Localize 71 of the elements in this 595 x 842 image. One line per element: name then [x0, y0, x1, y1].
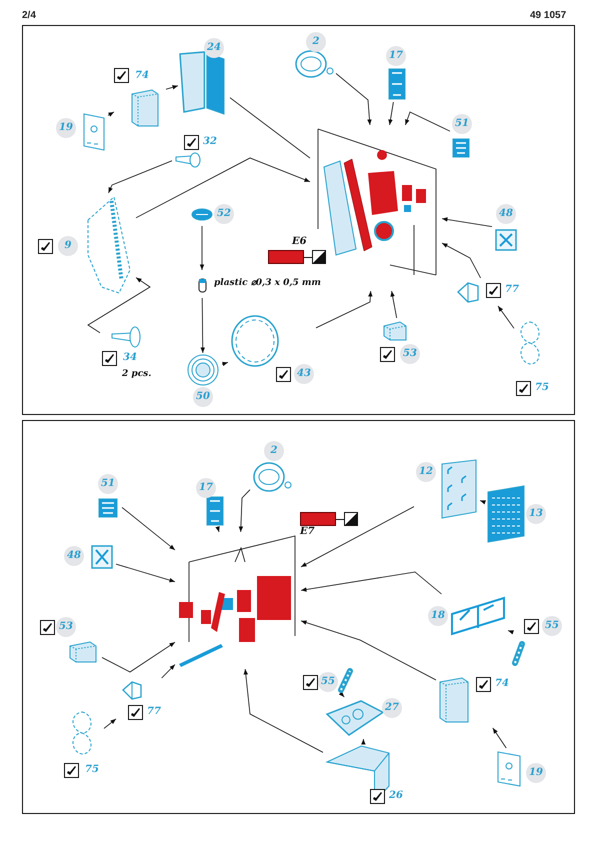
part-number: 12 [416, 462, 436, 482]
part-number: 75 [534, 381, 550, 395]
part-number: 53 [56, 617, 76, 637]
part-number: 74 [494, 677, 510, 691]
part-number: 53 [400, 344, 420, 364]
leader-arrow [480, 500, 486, 504]
part-number: 77 [504, 283, 520, 297]
part-number: 19 [526, 763, 546, 783]
leader-arrow [336, 73, 372, 126]
leader-arrow [442, 242, 481, 278]
part-number: 2 [306, 32, 326, 52]
part-number: 17 [386, 46, 406, 66]
leader-arrow [102, 642, 176, 672]
part-number: 34 [122, 351, 138, 365]
leader-arrow [87, 277, 151, 334]
leader-arrow [136, 158, 310, 218]
leader-arrow [492, 728, 507, 748]
note: 2 pcs. [122, 369, 152, 379]
part-number: 18 [428, 606, 448, 626]
part-number: 26 [388, 789, 404, 803]
leader-arrow [300, 572, 442, 594]
leader-arrow [361, 738, 366, 745]
part-number: 55 [318, 672, 338, 692]
leader-arrow [300, 506, 414, 568]
part-number: 51 [452, 114, 472, 134]
part-number: 13 [526, 504, 546, 524]
leader-arrow [108, 160, 172, 194]
part-number: 52 [214, 204, 234, 224]
leader-arrow [200, 298, 205, 354]
part-number: 51 [98, 474, 118, 494]
part-number: 74 [134, 69, 150, 83]
part-number: 27 [382, 698, 402, 718]
leader-arrow [244, 668, 324, 753]
leader-arrow [388, 102, 394, 126]
leader-arrow [390, 290, 398, 318]
leader-arrow [116, 564, 176, 582]
leader-arrow [161, 664, 176, 678]
leader-arrow [316, 290, 373, 328]
part-number: 43 [294, 364, 314, 384]
leader-arrow [200, 226, 204, 270]
leader-arrow [508, 630, 514, 634]
sheet-code: 49 1057 [530, 10, 566, 21]
part-number: 48 [64, 546, 84, 566]
leader-arrow [405, 111, 450, 132]
leader-line [230, 97, 310, 158]
leader-arrow [338, 691, 345, 698]
color-code: E7 [300, 526, 315, 537]
part-number: 19 [56, 118, 76, 138]
leader-arrow [215, 526, 220, 532]
leader-arrow [122, 507, 176, 550]
leader-arrow [442, 217, 492, 227]
part-number: 9 [58, 236, 78, 256]
part-number: 17 [196, 478, 216, 498]
page-number: 2/4 [22, 10, 36, 21]
part-number: 55 [542, 616, 562, 636]
leader-arrow [222, 362, 228, 366]
note: plastic ⌀0,3 x 0,5 mm [214, 277, 321, 288]
leader-arrow [300, 620, 436, 680]
leader-arrow [498, 306, 514, 329]
leader-arrow [166, 85, 178, 90]
part-number: 50 [193, 387, 213, 407]
part-number: 2 [264, 441, 284, 461]
color-code: E6 [292, 236, 307, 247]
part-number: 48 [496, 204, 516, 224]
leader-arrow [108, 112, 114, 117]
part-number: 32 [202, 135, 218, 149]
leader-arrow [104, 718, 116, 729]
part-number: 75 [84, 763, 100, 777]
leader-arrow [238, 489, 250, 532]
part-number: 24 [204, 38, 224, 58]
part-number: 77 [146, 705, 162, 719]
